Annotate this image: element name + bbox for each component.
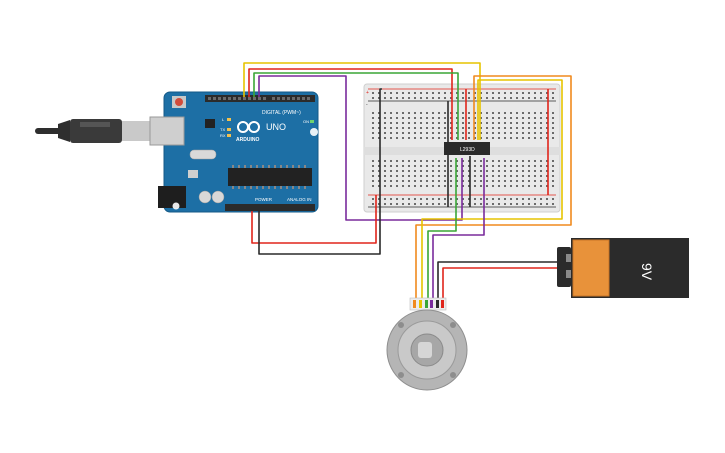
led-l (227, 118, 231, 121)
led-rx-label: RX (220, 133, 226, 138)
power-jack (158, 186, 186, 208)
rail-plus-label: + (366, 90, 369, 96)
led-rx (227, 134, 231, 137)
chip-label: L293D (460, 147, 475, 153)
battery-label: 9V (639, 263, 655, 281)
battery-9v[interactable]: 9V (557, 238, 689, 298)
l293d-chip[interactable] (444, 142, 490, 155)
wire-red (248, 68, 453, 140)
arduino-uno-board[interactable]: DIGITAL (PWM~) UNO ARDUINO L TX RX ON (149, 91, 319, 213)
led-l-label: L (222, 117, 225, 122)
motor-shaft[interactable] (418, 342, 432, 358)
mount-hole (310, 128, 318, 136)
led-on (310, 120, 314, 123)
wire-red-5v (251, 195, 377, 244)
usb-port (149, 116, 185, 146)
led-on-label: ON (303, 119, 309, 124)
regulator (188, 170, 198, 178)
led-tx-label: TX (220, 127, 225, 132)
wire-battery-black (437, 261, 566, 300)
motor-screw (398, 322, 404, 328)
power-analog-header[interactable] (225, 204, 315, 211)
wires[interactable] (243, 62, 572, 300)
breadboard[interactable]: + - L293D (363, 83, 561, 213)
stepper-motor[interactable] (386, 297, 468, 391)
brand-label: ARDUINO (236, 137, 259, 143)
wire-green-chip (427, 158, 457, 300)
rail-minus-label: - (366, 102, 368, 108)
capacitor (198, 190, 212, 204)
motor-screw (398, 372, 404, 378)
arduino-logo (237, 121, 260, 133)
model-label: UNO (266, 122, 286, 132)
wire-yellow-chip (421, 79, 563, 300)
power-header-label: POWER (255, 197, 273, 202)
breadboard-holes[interactable] (372, 92, 554, 205)
mount-hole (172, 202, 180, 210)
wire-yellow (243, 62, 481, 140)
wire-battery-red (442, 267, 566, 300)
led-tx (227, 128, 231, 131)
crystal (189, 149, 217, 160)
capacitor (211, 190, 225, 204)
wire-purple-chip (432, 158, 485, 300)
usb-chip (205, 119, 215, 128)
atmega-chip (228, 168, 312, 186)
motor-screw (450, 322, 456, 328)
analog-header-label: ANALOG IN (287, 197, 312, 202)
wire-orange-chip (415, 75, 572, 300)
motor-screw (450, 372, 456, 378)
wire-black-gnd (258, 88, 382, 255)
digital-header-label: DIGITAL (PWM~) (262, 110, 301, 116)
wire-purple (258, 75, 463, 221)
wire-green (253, 72, 459, 140)
